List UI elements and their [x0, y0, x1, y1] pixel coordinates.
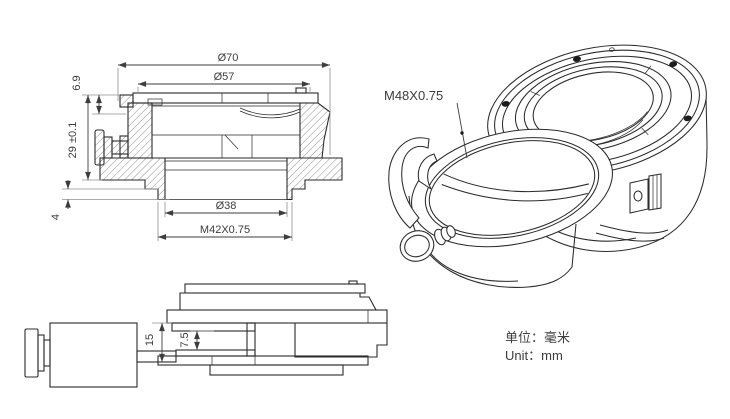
iso-view: M48X0.75 [384, 44, 708, 288]
units-zh: 单位：毫米 [505, 330, 570, 345]
clamp-jaw-inner [417, 153, 438, 190]
dim-label-29: 29 ±0.1 [67, 122, 79, 159]
side-thumbscrew [24, 322, 177, 388]
iso-label: M48X0.75 [384, 88, 468, 159]
section-thumbscrew [94, 129, 129, 166]
dim-label-15: 15 [144, 334, 156, 346]
units-note: 单位：毫米 Unit：mm [505, 330, 570, 363]
side-body [157, 280, 388, 376]
dim-label-6-9: 6.9 [71, 75, 83, 90]
iso-side-port [629, 173, 662, 214]
dim-label-d38: Ø38 [216, 200, 237, 212]
dim-label-d70: Ø70 [218, 52, 239, 64]
dim-label-7-5: 7.5 [179, 332, 191, 347]
dim-label-m42: M42X0.75 [200, 224, 250, 236]
label-m48: M48X0.75 [384, 88, 443, 103]
section-part-outline [94, 87, 343, 201]
iso-clamp-ring [388, 128, 613, 288]
leader-dot [460, 131, 464, 135]
units-en: Unit：mm [505, 348, 563, 363]
dim-label-d57: Ø57 [214, 71, 235, 83]
section-view: Ø70 Ø57 6.9 29 ±0.1 4 Ø38 M42X0. [50, 52, 343, 241]
dim-label-4: 4 [50, 214, 62, 220]
side-view: 15 7.5 [24, 280, 388, 388]
clamp-bore-tongue [441, 173, 589, 202]
section-dimensions: Ø70 Ø57 6.9 29 ±0.1 4 Ø38 M42X0. [50, 52, 331, 241]
side-dimensions: 15 7.5 [144, 322, 214, 362]
clamp-jaw [388, 137, 430, 229]
thumbscrew [399, 225, 456, 262]
